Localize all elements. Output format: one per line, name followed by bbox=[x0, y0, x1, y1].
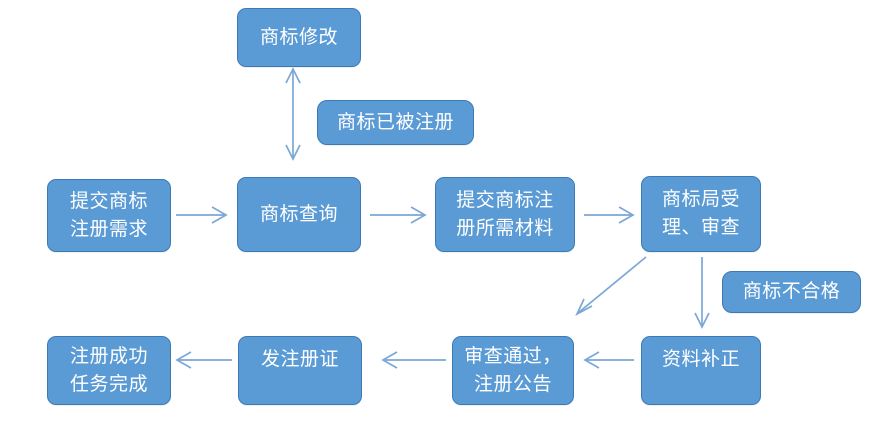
edge-need-to-search bbox=[176, 206, 228, 224]
edge-fix-to-pass bbox=[583, 351, 634, 369]
edge-pass-to-issue bbox=[381, 351, 446, 369]
node-office-accept-review-label: 商标局受 理、审查 bbox=[661, 189, 740, 238]
node-supplement-materials[interactable]: 资料补正 bbox=[641, 336, 761, 405]
node-review-passed-announcement-label: 审查通过， 注册公告 bbox=[464, 345, 562, 395]
node-trademark-invalid-label[interactable]: 商标不合格 bbox=[722, 271, 861, 313]
node-trademark-already-registered-text: 商标已被注册 bbox=[336, 111, 454, 133]
node-trademark-search[interactable]: 商标查询 bbox=[237, 177, 361, 252]
edge-search-to-amend-bidirectional bbox=[285, 67, 301, 161]
node-submit-registration-need-label: 提交商标 注册需求 bbox=[69, 190, 148, 240]
node-registration-complete-label: 注册成功 任务完成 bbox=[69, 345, 148, 395]
edge-issue-to-done bbox=[175, 351, 232, 369]
node-office-accept-review[interactable]: 商标局受 理、审查 bbox=[641, 176, 761, 252]
node-submit-materials[interactable]: 提交商标注 册所需材料 bbox=[435, 177, 575, 252]
node-registration-complete[interactable]: 注册成功 任务完成 bbox=[47, 336, 171, 405]
node-trademark-already-registered-label[interactable]: 商标已被注册 bbox=[317, 100, 474, 145]
edge-accept-to-fix bbox=[694, 257, 710, 329]
node-amend-label: 商标修改 bbox=[259, 26, 338, 48]
node-submit-materials-label: 提交商标注 册所需材料 bbox=[456, 189, 554, 239]
edge-accept-to-pass-diagonal bbox=[575, 256, 647, 316]
edge-materials-to-accept bbox=[584, 206, 635, 224]
node-review-passed-announcement[interactable]: 审查通过， 注册公告 bbox=[452, 336, 574, 405]
node-submit-registration-need[interactable]: 提交商标 注册需求 bbox=[47, 179, 171, 252]
edge-search-to-materials bbox=[370, 206, 427, 224]
node-trademark-search-label: 商标查询 bbox=[259, 203, 338, 225]
node-issue-certificate[interactable]: 发注册证 bbox=[238, 336, 362, 405]
node-supplement-materials-label: 资料补正 bbox=[661, 349, 740, 370]
node-amend[interactable]: 商标修改 bbox=[237, 8, 361, 67]
node-issue-certificate-label: 发注册证 bbox=[260, 349, 339, 370]
node-trademark-invalid-text: 商标不合格 bbox=[742, 281, 841, 303]
